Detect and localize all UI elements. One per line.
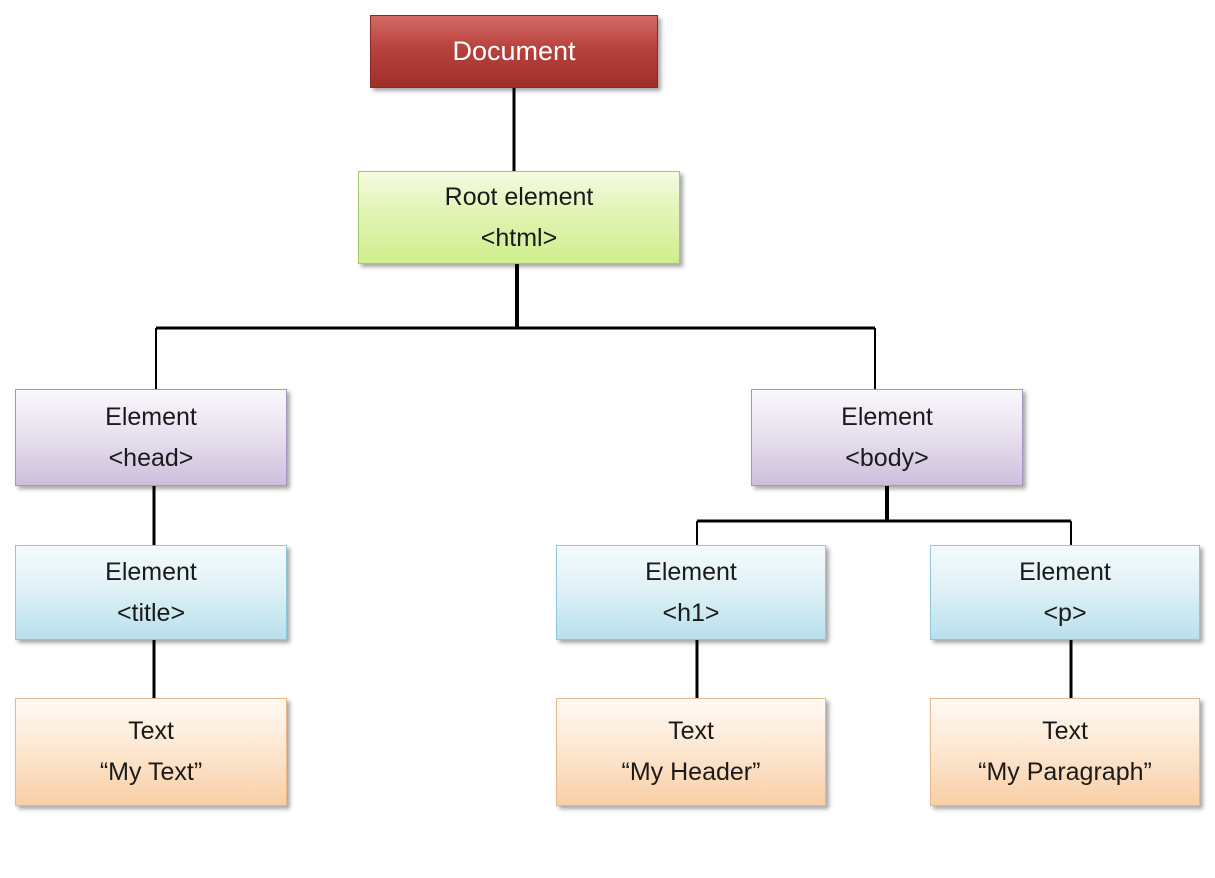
node-title-element: Element <title> (15, 545, 287, 640)
node-head-element: Element <head> (15, 389, 287, 486)
node-text-p-value: “My Paragraph” (978, 758, 1152, 786)
node-document: Document (370, 15, 658, 88)
node-body-tag: <body> (845, 443, 929, 472)
node-h1-label: Element (645, 557, 737, 586)
node-h1-element: Element <h1> (556, 545, 826, 640)
node-text-title-value: “My Text” (99, 758, 203, 786)
node-title-label: Element (105, 557, 197, 586)
node-document-label: Document (452, 36, 576, 66)
node-head-label: Element (105, 402, 197, 431)
node-text-h1: Text “My Header” (556, 698, 826, 806)
node-text-h1-label: Text (668, 717, 714, 745)
node-text-title: Text “My Text” (15, 698, 287, 806)
node-body-element: Element <body> (751, 389, 1023, 486)
node-root-label: Root element (444, 182, 594, 211)
node-root-element: Root element <html> (358, 171, 680, 264)
node-p-tag: <p> (1043, 598, 1087, 627)
node-text-p: Text “My Paragraph” (930, 698, 1200, 806)
node-p-element: Element <p> (930, 545, 1200, 640)
node-root-tag: <html> (480, 223, 558, 252)
node-p-label: Element (1019, 557, 1111, 586)
node-head-tag: <head> (108, 443, 194, 472)
node-title-tag: <title> (116, 598, 186, 627)
node-text-p-label: Text (1042, 717, 1088, 745)
node-h1-tag: <h1> (662, 598, 720, 627)
node-body-label: Element (841, 402, 933, 431)
node-text-title-label: Text (128, 717, 174, 745)
node-text-h1-value: “My Header” (621, 758, 761, 786)
